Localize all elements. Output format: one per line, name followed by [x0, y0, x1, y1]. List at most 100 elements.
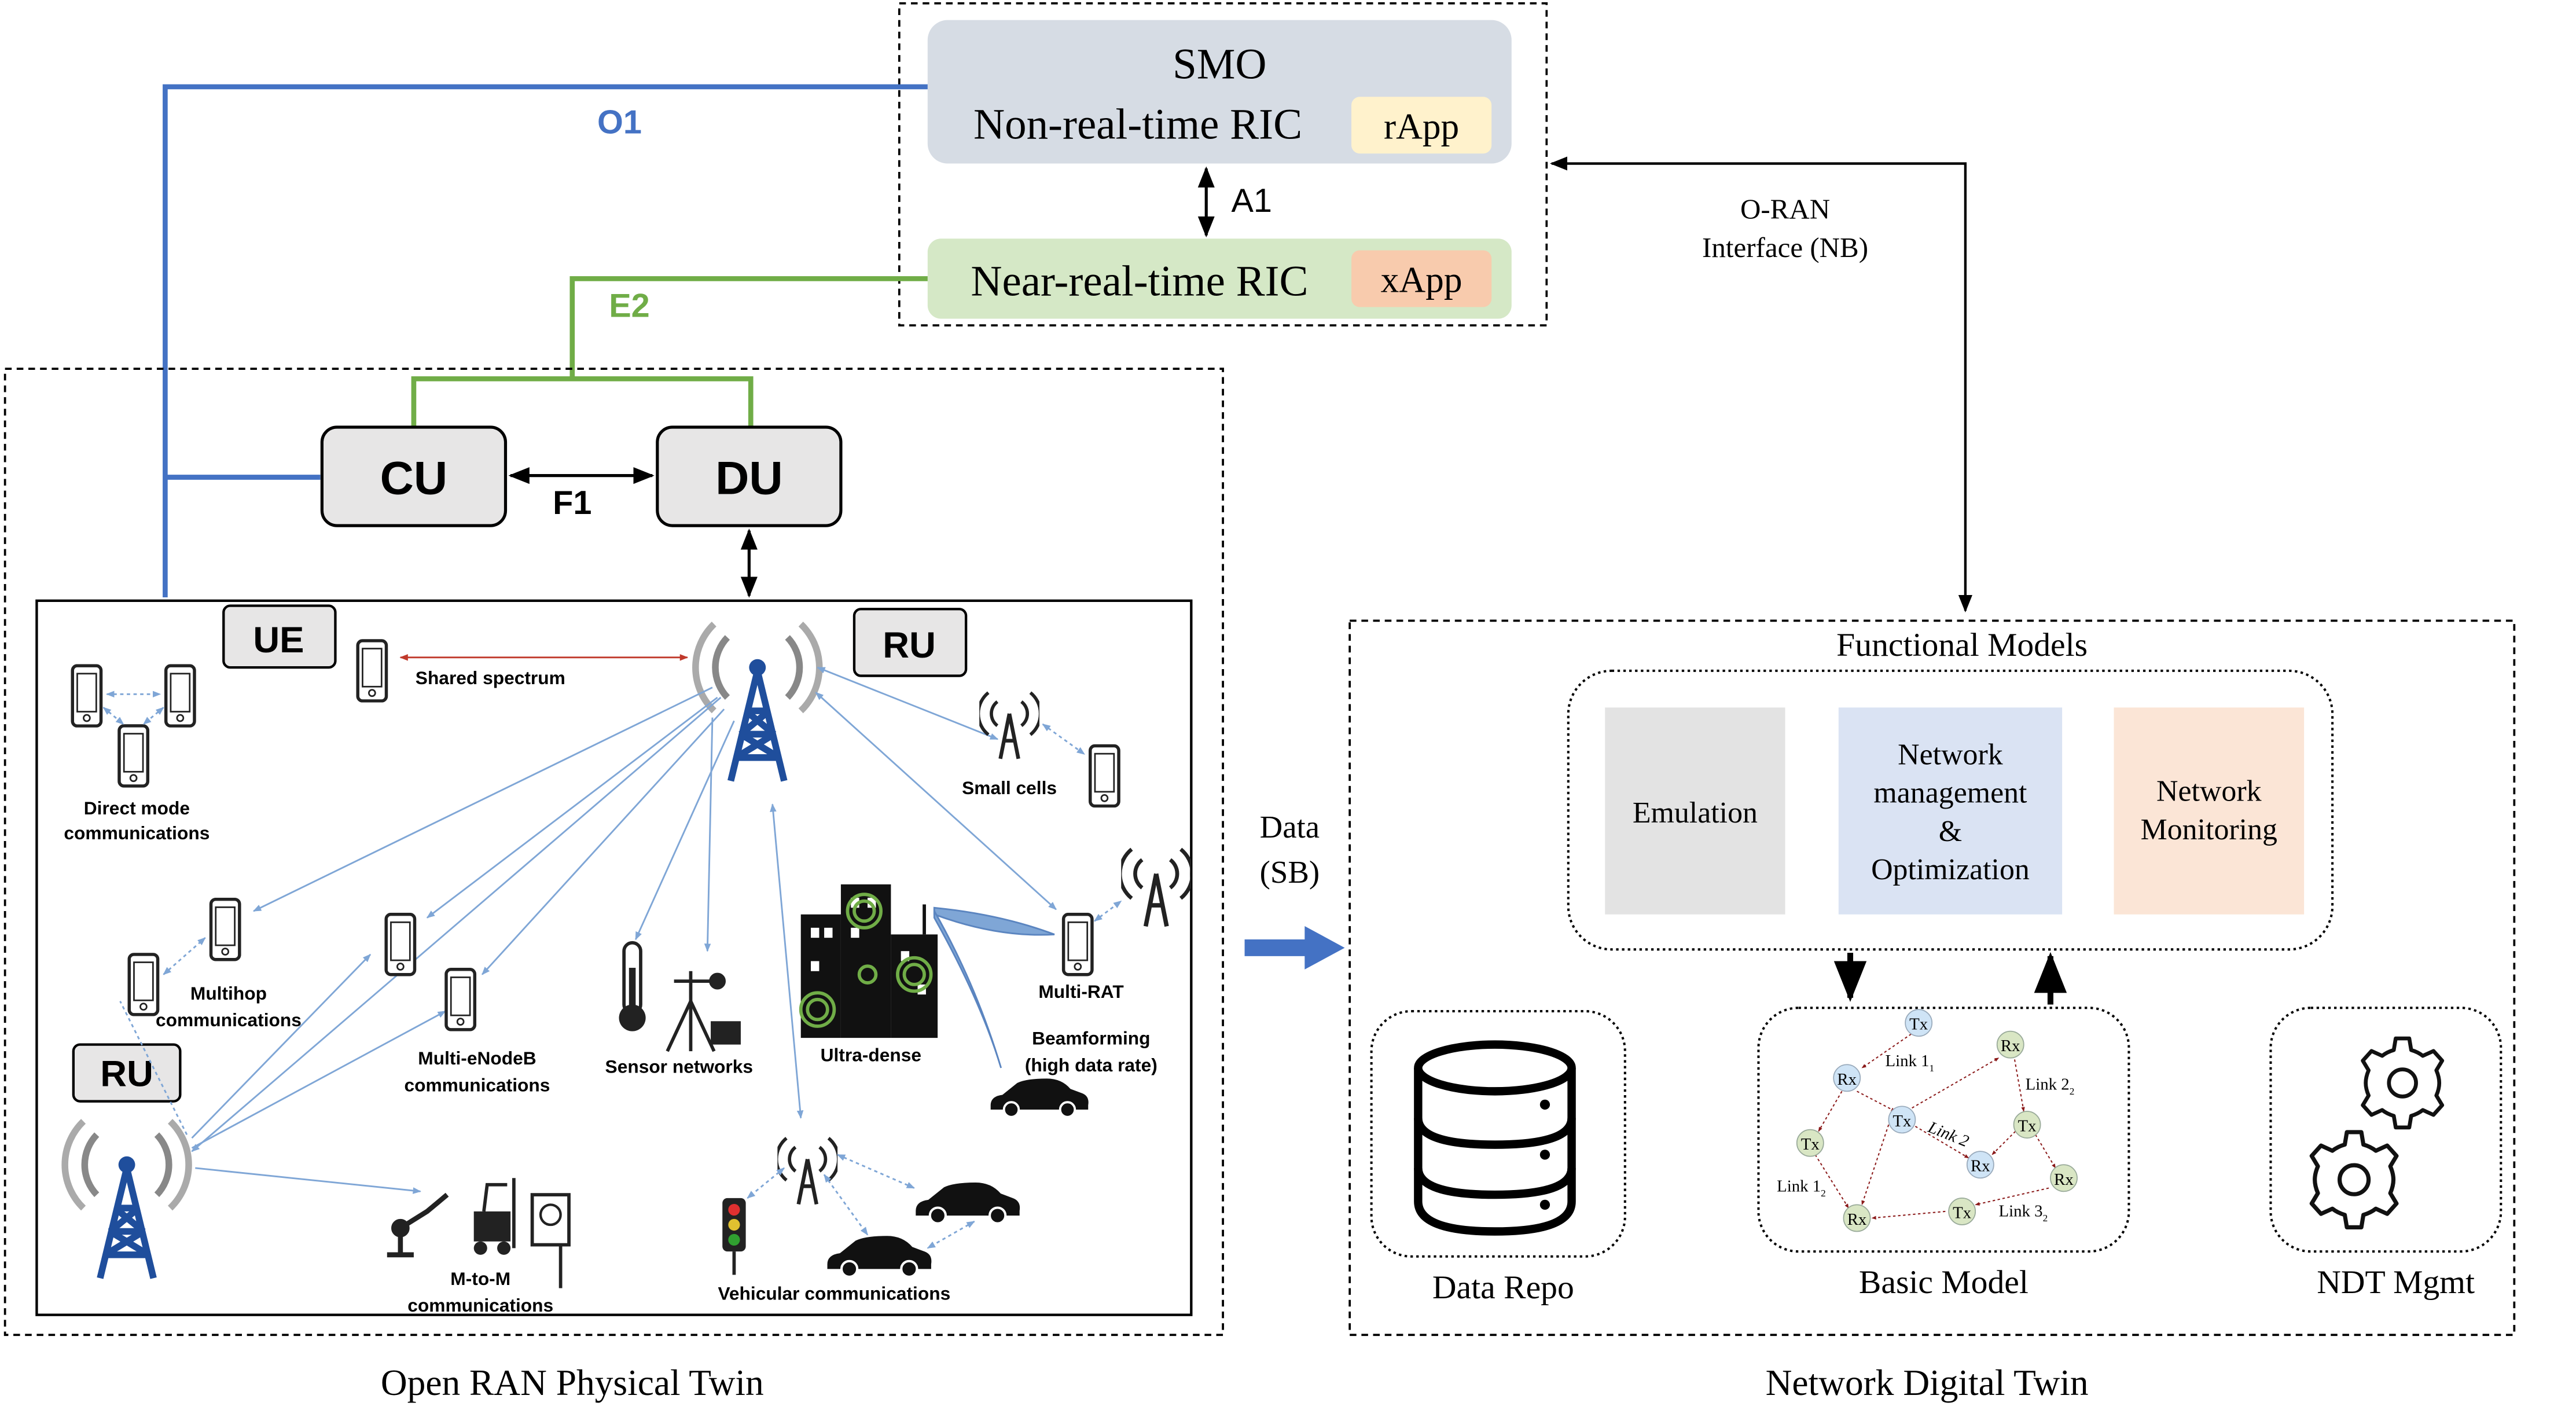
emulation-box [1605, 707, 1785, 915]
svg-text:Link 22: Link 22 [2026, 1075, 2075, 1097]
beam-lobe-icon [933, 908, 1002, 1068]
beamforming-car-icon [991, 1078, 1089, 1117]
vehicular-antenna-icon [777, 1138, 839, 1204]
svg-text:Rx: Rx [2001, 1037, 2020, 1055]
data-repo-box [1370, 1009, 1626, 1258]
rapp-label: rApp [1384, 105, 1459, 146]
m2m-label-2: communications [407, 1295, 553, 1316]
cu-box [320, 425, 508, 527]
direct-mode-links [102, 691, 164, 725]
beamforming-label-1: Beamforming [1032, 1028, 1150, 1049]
ru-left-label: RU [100, 1054, 153, 1095]
multihop-link [163, 937, 206, 975]
multi-rat-phone-icon [1064, 915, 1092, 975]
oran-nb-label-1: O-RAN [1740, 193, 1830, 225]
monitoring-label-1: Network [2156, 775, 2262, 808]
multi-enodeb-phone-icon [386, 915, 414, 975]
ultra-dense-building-icon [799, 884, 938, 1038]
thermometer-icon [619, 941, 646, 1031]
functional-models-title: Functional Models [1836, 627, 2088, 663]
ue-label: UE [253, 620, 304, 660]
nmo-label-1: Network [1898, 738, 2003, 771]
svg-text:Link 32: Link 32 [1999, 1202, 2048, 1224]
nmo-box [1838, 707, 2063, 915]
sensor-box-icon [711, 1021, 741, 1045]
gear-icon [2312, 1132, 2397, 1227]
o1-label: O1 [597, 104, 642, 141]
du-box [656, 425, 843, 527]
multi-rat-link [1093, 900, 1122, 922]
data-sb-arrow [1244, 926, 1345, 970]
multihop-label-1: Multihop [190, 983, 267, 1004]
forklift-icon [473, 1178, 516, 1255]
svg-text:Tx: Tx [1893, 1112, 1912, 1130]
vehicular-label: Vehicular communications [718, 1283, 951, 1304]
basic-model-link-labels: Link 11 Link 22 Link 2 Link 12 Link 32 [1777, 1052, 2074, 1224]
multi-enodeb-phone-icon [446, 970, 475, 1030]
o1-line [163, 84, 928, 598]
svg-text:Rx: Rx [1971, 1157, 1990, 1176]
smo-title: SMO [1173, 41, 1266, 89]
multi-rat-label: Multi-RAT [1038, 981, 1124, 1002]
physical-twin-caption: Open RAN Physical Twin [381, 1362, 764, 1403]
xapp-box [1351, 250, 1492, 307]
digital-twin-caption: Network Digital Twin [1766, 1362, 2089, 1403]
small-cell-link [1042, 723, 1085, 755]
multi-enodeb-label-2: communications [405, 1074, 550, 1095]
ultra-dense-label: Ultra-dense [821, 1044, 921, 1065]
m2m-label-1: M-to-M [450, 1268, 510, 1289]
beamforming-label-2: (high data rate) [1025, 1055, 1157, 1075]
svg-text:Rx: Rx [1837, 1070, 1857, 1089]
ru-top-label: RU [883, 625, 936, 666]
multihop-phone-icon [129, 954, 157, 1015]
basic-model-box [1757, 1007, 2130, 1253]
digital-twin-region [1348, 619, 2516, 1336]
database-icon [1414, 1040, 1576, 1236]
du-label: DU [715, 452, 783, 504]
small-cell-phone-icon [1090, 746, 1119, 806]
e2-label: E2 [609, 288, 650, 325]
basic-model-edges [1814, 1030, 2056, 1220]
ran-inner-box [35, 599, 1193, 1316]
beam-lobe-icon [933, 906, 1055, 936]
oran-nb-arrow [1549, 156, 1973, 613]
data-sb-label-2: (SB) [1260, 854, 1320, 890]
small-cell-antenna-icon [978, 693, 1040, 759]
svg-text:Tx: Tx [1801, 1135, 1820, 1154]
f1-label: F1 [553, 484, 591, 522]
e2-branch [411, 376, 754, 428]
near-rt-ric-label: Near-real-time RIC [971, 257, 1308, 305]
ndt-mgmt-box [2269, 1007, 2502, 1253]
basic-model-nodes: Tx Rx Tx Rx Rx Tx Rx Tx Tx Rx [1796, 1009, 2078, 1232]
e2-line [569, 276, 928, 379]
multi-rat-antenna-icon [1120, 849, 1192, 926]
data-sb-label-1: Data [1260, 809, 1320, 844]
ru-left-tower-icon [65, 1121, 189, 1278]
oran-nb-label-2: Interface (NB) [1702, 232, 1868, 263]
vehicular-links [747, 1154, 975, 1249]
xapp-label: xApp [1381, 259, 1462, 300]
svg-text:Link 11: Link 11 [1886, 1052, 1935, 1074]
svg-text:Rx: Rx [2054, 1170, 2074, 1189]
ue-box [222, 604, 337, 669]
vehicle-car-icon [828, 1236, 932, 1277]
multi-enodeb-label-1: Multi-eNodeB [418, 1048, 536, 1068]
direct-mode-label-2: communications [64, 822, 210, 843]
svg-text:Link 2: Link 2 [1925, 1118, 1971, 1151]
ndt-mgmt-label: NDT Mgmt [2317, 1264, 2475, 1301]
basic-model-label: Basic Model [1859, 1264, 2029, 1301]
shared-spectrum-phone-icon [358, 641, 386, 701]
nmo-label-2: management [1873, 777, 2027, 810]
small-cells-label: Small cells [962, 777, 1057, 798]
rapp-box [1351, 97, 1492, 154]
traffic-light-icon [722, 1198, 746, 1275]
data-repo-label: Data Repo [1432, 1269, 1574, 1306]
non-rt-ric-label: Non-real-time RIC [973, 100, 1302, 148]
multihop-phone-icon [211, 899, 240, 960]
physical-twin-region [3, 368, 1224, 1336]
direct-mode-phone-icon [72, 666, 101, 726]
monitoring-box [2114, 707, 2305, 915]
nmo-label-4: Optimization [1871, 853, 2030, 886]
